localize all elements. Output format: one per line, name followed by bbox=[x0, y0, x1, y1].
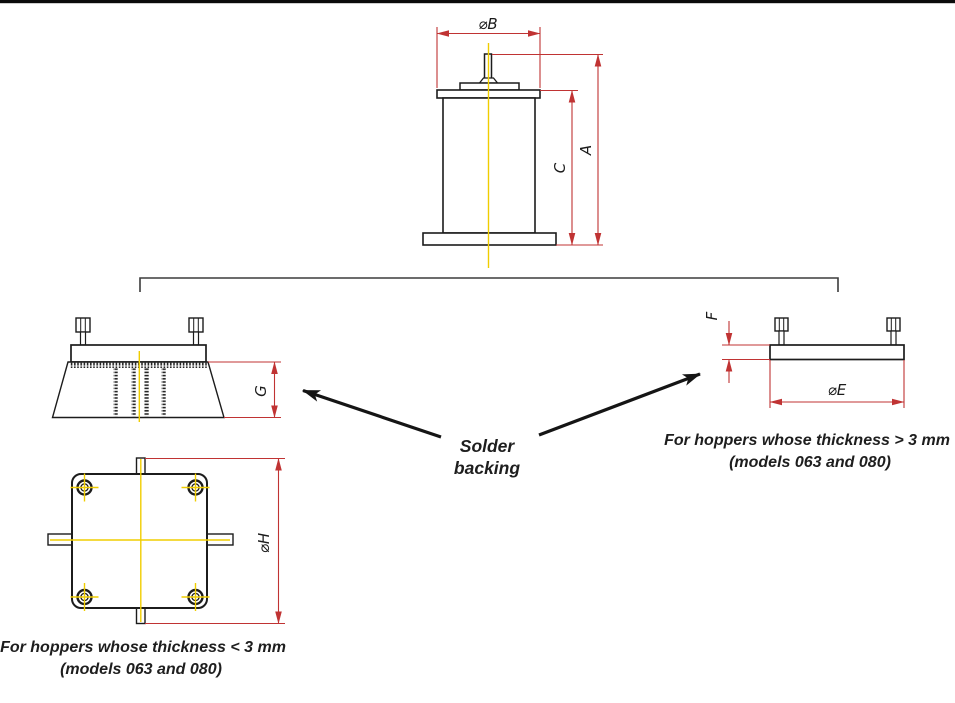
backing-plate bbox=[769, 344, 905, 361]
dimension-a: A bbox=[492, 53, 603, 246]
dimension-e-label: ⌀E bbox=[828, 381, 847, 399]
mount-plate bbox=[70, 344, 207, 363]
solder-rib bbox=[161, 368, 166, 417]
mounting-hole bbox=[70, 583, 99, 611]
bolt-left bbox=[774, 317, 789, 346]
caption-thin-line1: For hoppers whose thickness < 3 mm bbox=[0, 639, 286, 656]
dimension-g: G bbox=[208, 361, 281, 419]
leader-arrow-right bbox=[538, 372, 701, 437]
hopper-thick-side-view: F ⌀E bbox=[703, 311, 905, 408]
backing-plate bbox=[71, 473, 208, 609]
dimension-h-label: ⌀H bbox=[255, 533, 273, 553]
hopper-thin-top-view: ⌀H bbox=[47, 457, 285, 625]
vibrator-side-view: ⌀B A C bbox=[422, 15, 603, 268]
solder-backing-label-line2: backing bbox=[454, 458, 520, 478]
solder-hatch-band bbox=[70, 362, 207, 368]
dimension-c-label: C bbox=[551, 162, 569, 173]
dimension-c: C bbox=[540, 89, 578, 246]
solder-rib bbox=[144, 368, 149, 417]
dimension-h: ⌀H bbox=[145, 457, 285, 625]
bolt-right bbox=[886, 317, 901, 346]
variants-bracket bbox=[139, 277, 839, 292]
dimension-f: F bbox=[703, 311, 770, 383]
window-top-edge bbox=[0, 0, 955, 4]
dimension-a-label: A bbox=[577, 145, 595, 156]
solder-backing-annotation: Solder backing bbox=[302, 372, 701, 478]
mounting-hole bbox=[70, 473, 99, 502]
bolt-left bbox=[75, 317, 91, 346]
caption-thick-line1: For hoppers whose thickness > 3 mm bbox=[664, 432, 950, 449]
solder-rib bbox=[113, 368, 118, 417]
bolt-right bbox=[188, 317, 204, 346]
solder-backing-label-line1: Solder bbox=[460, 436, 516, 456]
dimension-b: ⌀B bbox=[436, 15, 541, 88]
dimension-e: ⌀E bbox=[769, 360, 905, 408]
top-cap-plate bbox=[459, 82, 520, 91]
dimension-b-label: ⌀B bbox=[478, 15, 497, 33]
leader-arrow-left bbox=[302, 388, 442, 439]
dimension-g-label: G bbox=[252, 385, 270, 397]
dimension-f-label: F bbox=[703, 311, 721, 320]
caption-thick-line2: (models 063 and 080) bbox=[729, 454, 891, 471]
cone-skirt bbox=[51, 361, 225, 419]
caption-thin-line2: (models 063 and 080) bbox=[60, 661, 222, 678]
mounting-hole bbox=[181, 473, 210, 502]
caption-thin-hoppers: For hoppers whose thickness < 3 mm (mode… bbox=[0, 639, 286, 678]
hopper-thin-side-view: G bbox=[51, 317, 281, 422]
mounting-hole bbox=[181, 583, 210, 611]
caption-thick-hoppers: For hoppers whose thickness > 3 mm (mode… bbox=[664, 432, 950, 471]
solder-rib bbox=[131, 368, 136, 417]
base-flange bbox=[422, 232, 557, 246]
